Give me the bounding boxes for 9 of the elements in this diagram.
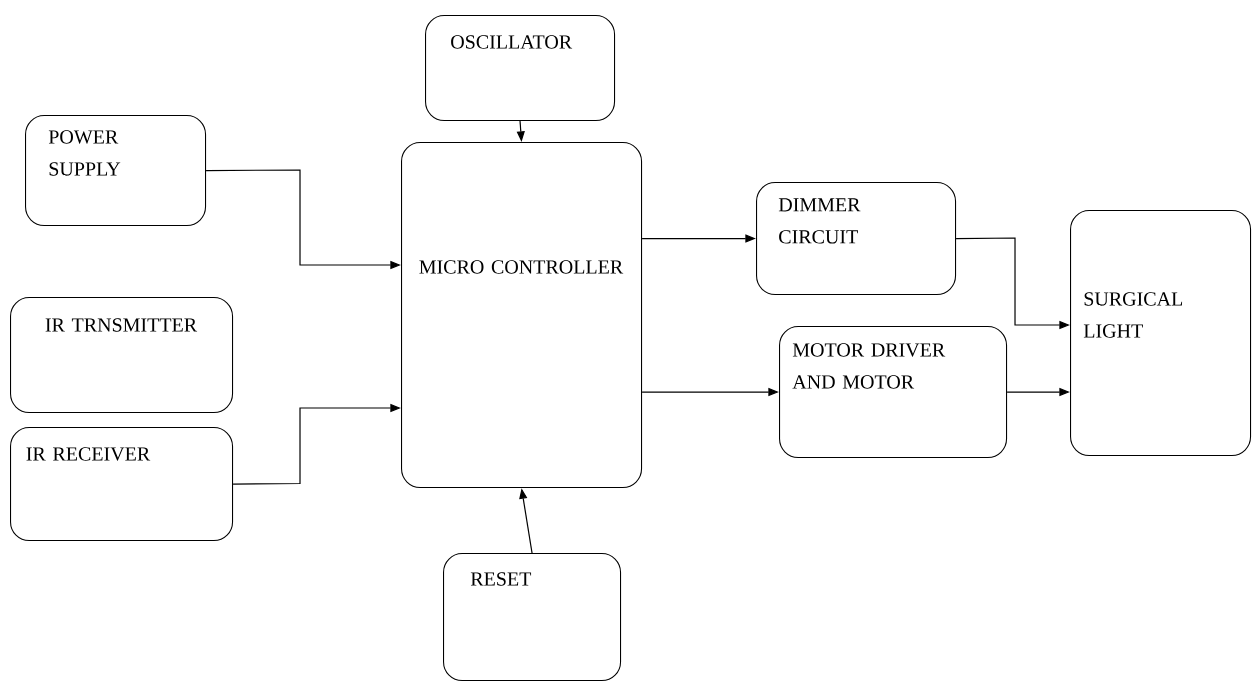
block-box: RESET xyxy=(443,553,622,682)
block-box: DIMMER CIRCUIT xyxy=(756,182,957,296)
block-box: MICRO CONTROLLER xyxy=(401,142,643,489)
block-box: IR TRNSMITTER xyxy=(10,297,234,414)
block-box: MOTOR DRIVER AND MOTOR xyxy=(779,326,1008,459)
block-box: IR RECEIVER xyxy=(10,427,234,542)
block-box: SURGICAL LIGHT xyxy=(1070,210,1252,457)
block-box: OSCILLATOR xyxy=(425,15,616,122)
block-box: POWER SUPPLY xyxy=(25,115,207,227)
